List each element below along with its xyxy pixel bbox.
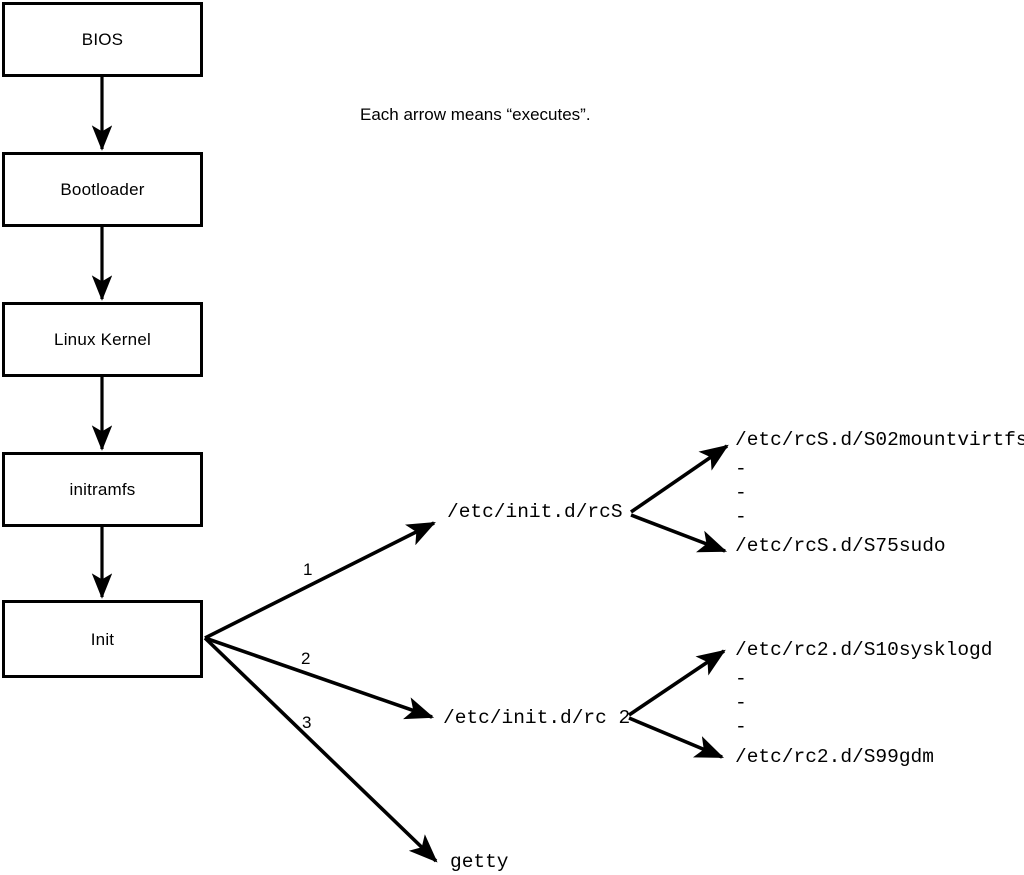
branch-number-1: 1 — [303, 560, 313, 579]
connector-rc2-last — [628, 716, 724, 759]
rc2-script-last[interactable]: /etc/rc2.d/S99gdm — [735, 746, 934, 768]
node-linux-kernel[interactable]: Linux Kernel — [2, 302, 203, 377]
node-bootloader-label: Bootloader — [60, 180, 145, 199]
node-init[interactable]: Init — [2, 600, 203, 678]
rcs-script-last[interactable]: /etc/rcS.d/S75sudo — [735, 535, 946, 557]
node-rc2-script[interactable]: /etc/init.d/rc 2 — [443, 707, 631, 729]
branch-number-3: 3 — [302, 713, 312, 732]
rc2-ellipsis-1: - — [735, 668, 747, 690]
node-linux-kernel-label: Linux Kernel — [54, 330, 151, 349]
rc2-ellipsis-2: - — [735, 692, 747, 714]
connector-rcs-last — [630, 513, 728, 553]
rcs-script-first[interactable]: /etc/rcS.d/S02mountvirtfs — [735, 429, 1024, 451]
legend-note: Each arrow means “executes”. — [360, 105, 591, 124]
node-bios-label: BIOS — [81, 30, 124, 49]
rc2-script-first[interactable]: /etc/rc2.d/S10sysklogd — [735, 639, 993, 661]
rcs-ellipsis-3: - — [735, 506, 747, 528]
node-init-label: Init — [90, 629, 115, 649]
rcs-ellipsis-2: - — [735, 482, 747, 504]
connector-init-rc2 — [204, 636, 435, 720]
node-getty[interactable]: getty — [450, 851, 509, 873]
node-initramfs[interactable]: initramfs — [2, 452, 203, 527]
branch-number-2: 2 — [301, 649, 311, 668]
node-bios[interactable]: BIOS — [2, 2, 203, 77]
connector-rcs-first — [629, 444, 729, 514]
rc2-ellipsis-3: - — [735, 716, 747, 738]
connector-init-getty — [203, 636, 438, 863]
connector-rc2-first — [627, 649, 726, 717]
node-initramfs-label: initramfs — [69, 480, 136, 499]
node-bootloader[interactable]: Bootloader — [2, 152, 203, 227]
node-rcs-script[interactable]: /etc/init.d/rcS — [447, 501, 623, 523]
connector-init-rcs — [204, 521, 436, 640]
rcs-ellipsis-1: - — [735, 458, 747, 480]
